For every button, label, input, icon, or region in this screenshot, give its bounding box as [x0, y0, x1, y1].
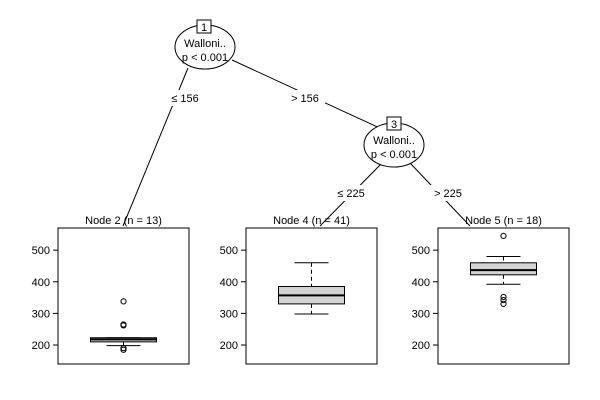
- y-tick-label: 300: [220, 308, 238, 320]
- terminal-node-4: Node 4 (n = 41) 200 300 400 500: [220, 215, 378, 365]
- y-tick-label: 400: [32, 277, 50, 289]
- box-iqr: [470, 262, 537, 276]
- node-pvalue: p < 0.001: [182, 52, 228, 64]
- y-tick-label: 500: [412, 245, 430, 257]
- outlier-point: [120, 321, 127, 328]
- node-id: 1: [201, 22, 207, 34]
- node-id: 3: [391, 119, 397, 131]
- node-title: Node 5 (n = 18): [465, 215, 542, 227]
- node-pvalue: p < 0.001: [371, 149, 417, 161]
- node-variable: Walloni..: [373, 135, 415, 147]
- y-tick-label: 200: [412, 340, 430, 352]
- inner-node-1: 1 Walloni.. p < 0.001: [174, 19, 236, 70]
- edge-label-bg: [331, 185, 371, 201]
- outlier-point: [500, 232, 507, 240]
- terminal-node-5: Node 5 (n = 18) 200 300 400 500: [412, 215, 570, 365]
- edge-label-3-5: > 225: [434, 188, 462, 200]
- y-tick-label: 500: [32, 245, 50, 257]
- y-tick-label: 300: [32, 308, 50, 320]
- edge-label-1-3: > 156: [291, 93, 319, 105]
- outlier-point: [500, 300, 507, 308]
- outlier-point: [120, 345, 127, 352]
- inner-node-3: 3 Walloni.. p < 0.001: [363, 116, 425, 168]
- y-tick-label: 200: [32, 340, 50, 352]
- outlier-point: [500, 297, 507, 304]
- y-tick-label: 400: [220, 277, 238, 289]
- edge-label-1-2: ≤ 156: [171, 93, 198, 105]
- node-title: Node 2 (n = 13): [85, 215, 162, 227]
- y-tick-label: 300: [412, 308, 430, 320]
- terminal-node-2: Node 2 (n = 13) 200 300 400 500: [32, 215, 190, 365]
- outlier-point: [120, 298, 127, 305]
- outlier-point: [500, 293, 507, 301]
- node-id-box: [386, 116, 402, 131]
- edge-label-bg: [285, 90, 325, 106]
- y-tick-label: 500: [220, 245, 238, 257]
- y-tick-label: 200: [220, 340, 238, 352]
- edge-label-3-4: ≤ 225: [337, 188, 364, 200]
- node-id-box: [196, 19, 212, 34]
- plot-panel: [437, 227, 570, 365]
- y-tick-label: 400: [412, 277, 430, 289]
- node-title: Node 4 (n = 41): [273, 215, 350, 227]
- edge-label-bg: [166, 90, 204, 106]
- edge-label-bg: [428, 185, 468, 201]
- node-variable: Walloni..: [184, 38, 226, 50]
